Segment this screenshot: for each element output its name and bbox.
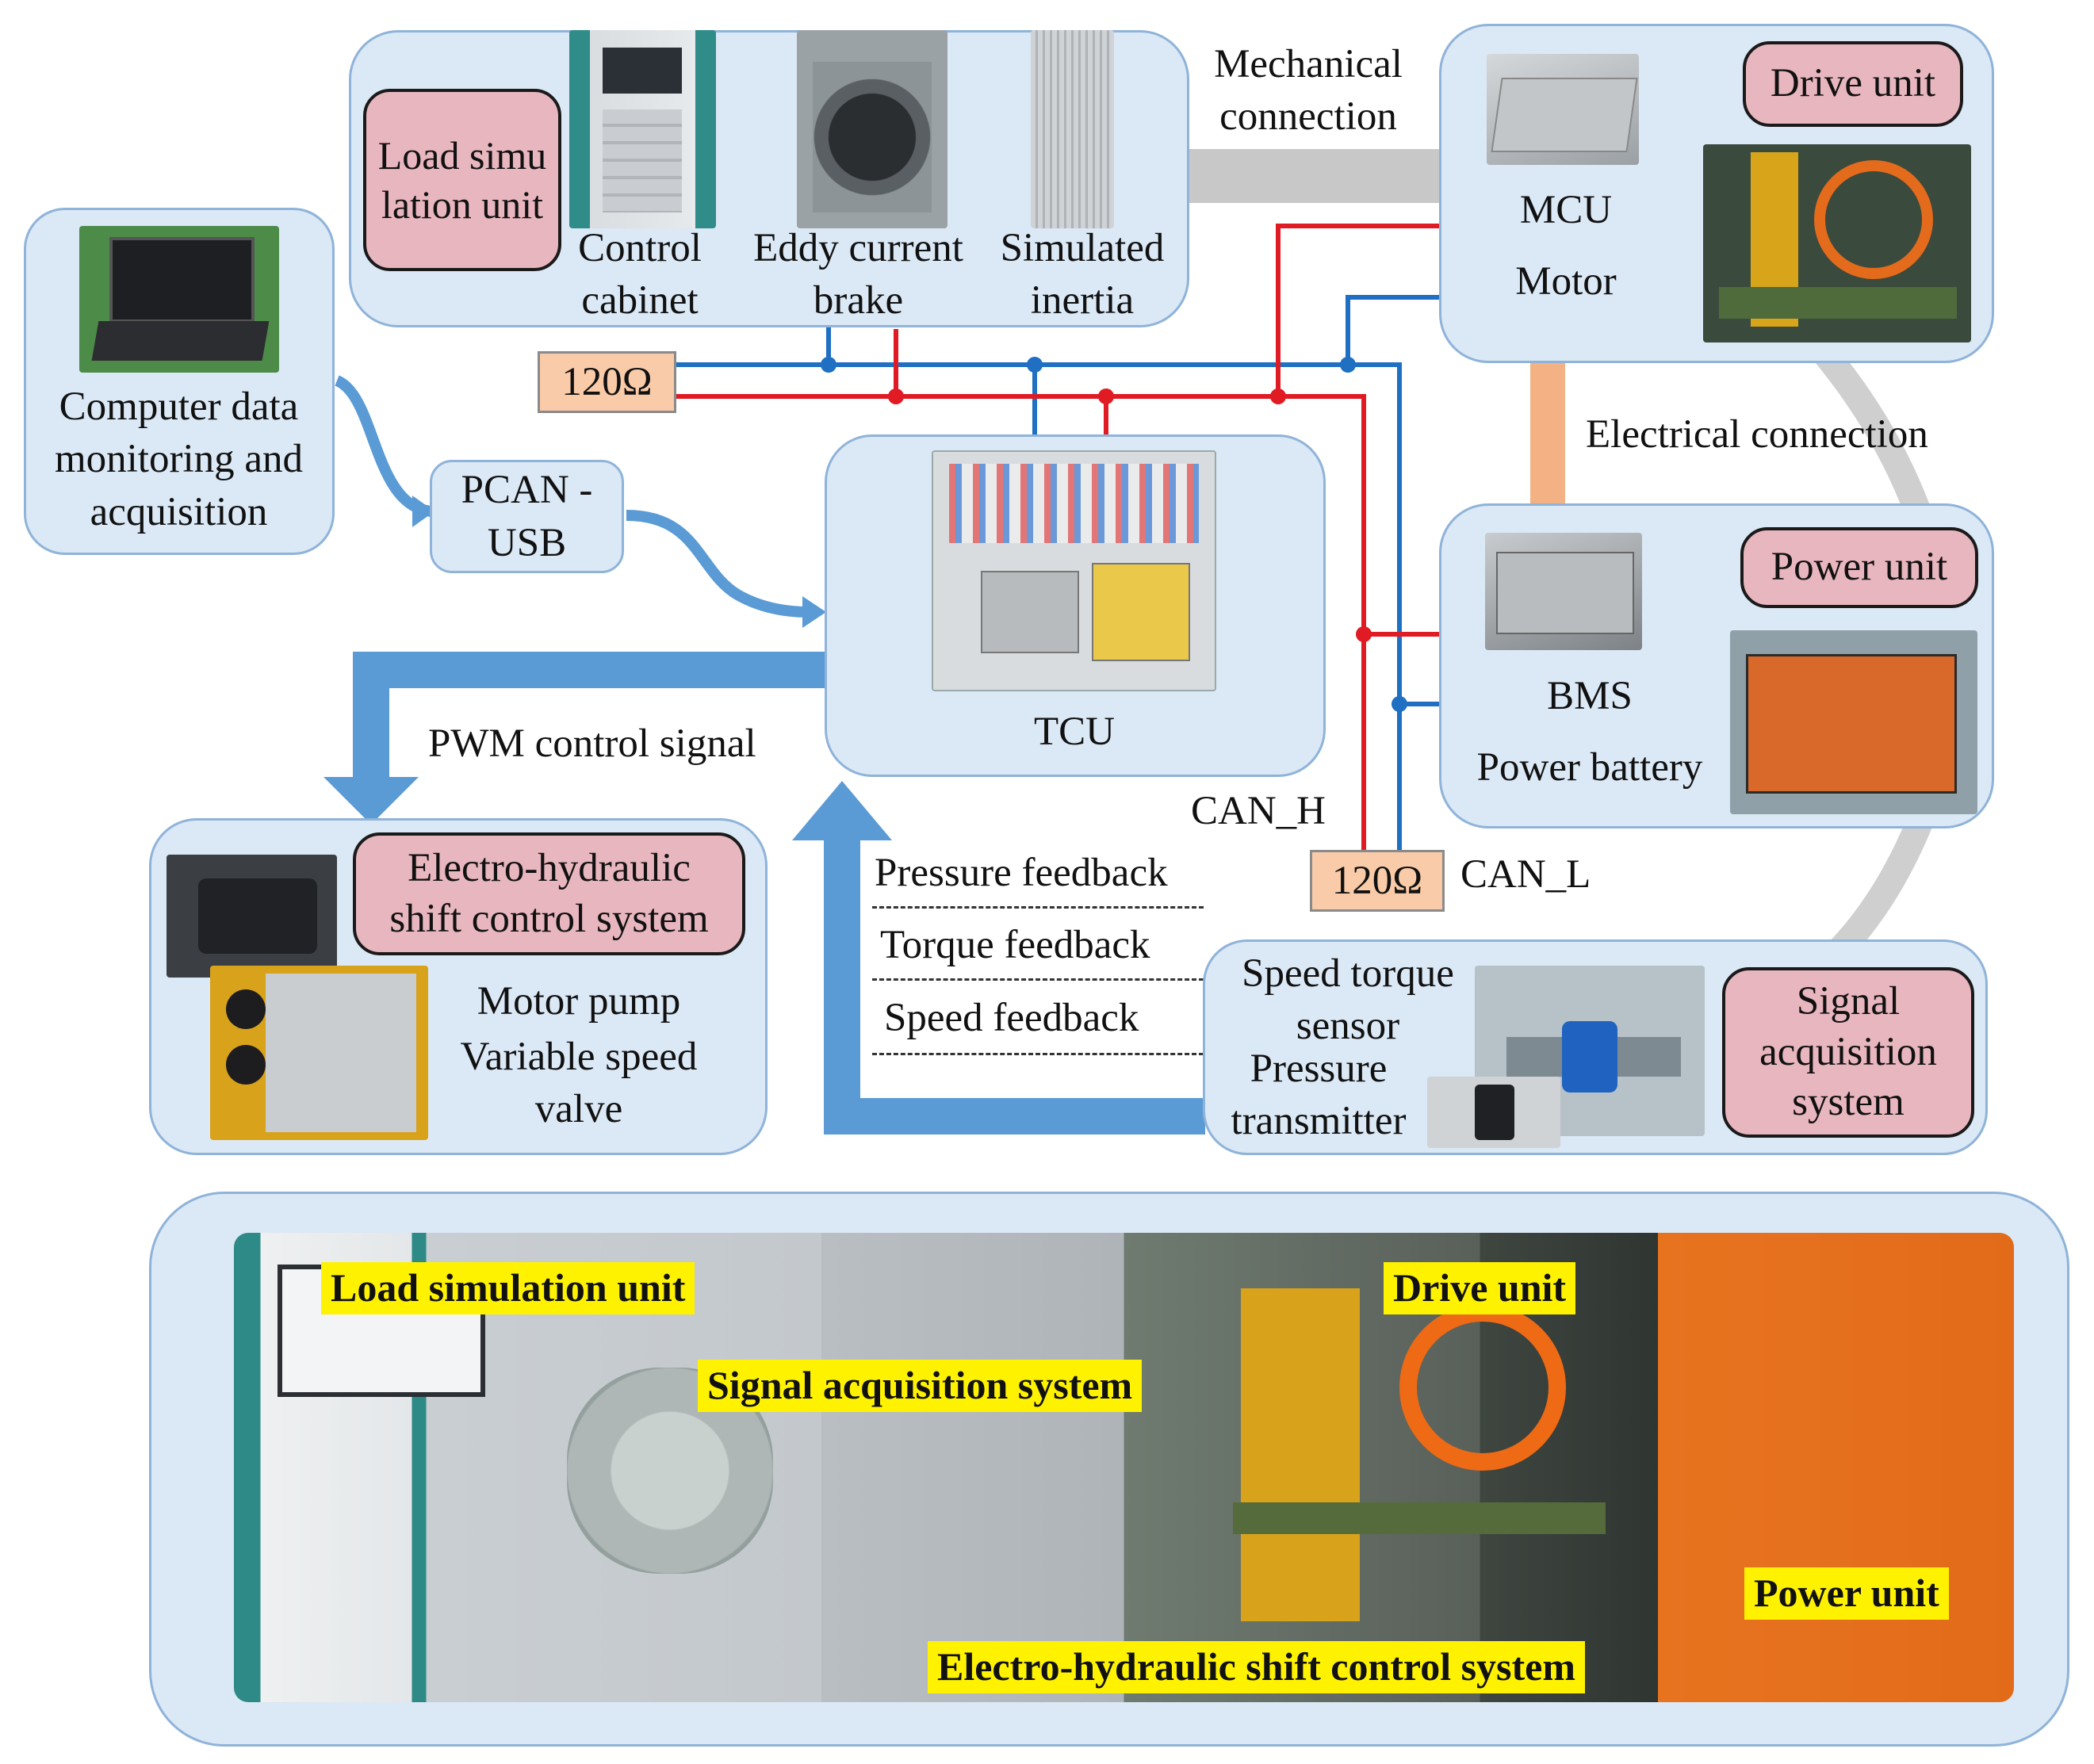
arrow-computer-to-pcan: [334, 375, 434, 517]
electrical-connection-bar: [1530, 361, 1565, 511]
motor-orange-coil: [1399, 1304, 1566, 1471]
pressure-transmitter-photo: [1427, 1077, 1560, 1148]
speed-feedback-label: Speed feedback: [884, 996, 1139, 1040]
simulated-inertia-photo: [1031, 30, 1114, 228]
frame-green: [1233, 1502, 1606, 1534]
pcan-usb-box: PCAN -USB: [430, 460, 624, 573]
power-battery-label: Power battery: [1476, 745, 1703, 790]
pressure-transmitter-label: Pressure transmitter: [1231, 1047, 1407, 1144]
tcu-photo: [932, 450, 1216, 691]
motor-label: Motor: [1515, 259, 1617, 304]
can-h-nodes: [888, 388, 1372, 642]
torque-feedback-label: Torque feedback: [880, 923, 1150, 967]
photo-label-load: Load simulation unit: [321, 1262, 695, 1314]
photo-label-drive: Drive unit: [1384, 1262, 1576, 1314]
gearbox-yellow-shape: [1241, 1288, 1360, 1621]
mechanical-connection-label: Mechanical connection: [1214, 42, 1403, 140]
variable-speed-valve-label: Variable speed valve: [460, 1035, 698, 1132]
speed-torque-sensor-label: Speed torque sensor: [1242, 951, 1454, 1049]
photo-label-power: Power unit: [1744, 1567, 1949, 1620]
resistor-top-label: 120Ω: [561, 360, 653, 404]
laptop-photo: [79, 226, 279, 373]
electrical-connection-label: Electrical connection: [1586, 412, 1928, 457]
motor-pump-photo: [167, 855, 337, 978]
signal-acquisition-tag: Signal acquisition system: [1722, 967, 1974, 1138]
can-h-line: [676, 224, 1447, 852]
drive-unit-tag-text: Drive unit: [1770, 61, 1936, 106]
speed-feedback-divider: [872, 1053, 1204, 1055]
arrow-pwm: [323, 652, 825, 825]
load-simulation-tag: Load simulation unit: [363, 89, 561, 271]
arrow-pcan-to-tcu: [626, 510, 810, 618]
control-cabinet-photo: [569, 30, 716, 228]
mcu-photo: [1487, 54, 1639, 165]
power-unit-tag: Power unit: [1740, 527, 1978, 608]
pwm-control-signal-label: PWM control signal: [428, 721, 756, 766]
resistor-bottom-label: 120Ω: [1331, 859, 1423, 903]
variable-speed-valve-photo: [210, 966, 428, 1140]
eddy-current-brake-label: Eddy current brake: [753, 226, 963, 323]
tcu-label: TCU: [1034, 710, 1115, 754]
pressure-feedback-label: Pressure feedback: [875, 851, 1168, 895]
bms-label: BMS: [1547, 674, 1633, 718]
arrow-feedback: [792, 781, 1205, 1135]
load-simulation-tag-text: Load simulation unit: [377, 132, 547, 228]
can-l-label: CAN_L: [1460, 852, 1591, 897]
drive-unit-tag: Drive unit: [1743, 41, 1963, 127]
can-l-nodes: [821, 357, 1407, 712]
pcan-usb-label: PCAN -USB: [461, 468, 593, 565]
motor-pump-label: Motor pump: [477, 979, 681, 1024]
mcu-label: MCU: [1519, 188, 1613, 232]
motor-photo: [1703, 144, 1971, 342]
control-cabinet-label: Control cabinet: [578, 226, 702, 323]
computer-label: Computer data monitoring and acquisition: [54, 385, 304, 534]
torque-feedback-divider: [872, 978, 1204, 981]
power-battery-photo: [1730, 630, 1977, 814]
power-unit-tag-text: Power unit: [1771, 545, 1948, 590]
can-h-label: CAN_H: [1191, 789, 1326, 833]
shift-control-tag-text: Electro-hydraulic shift control system: [389, 845, 709, 941]
eddy-current-brake-photo: [797, 30, 947, 228]
photo-label-signal: Signal acquisition system: [698, 1360, 1143, 1412]
resistor-bottom: 120Ω: [1310, 850, 1445, 912]
shift-control-tag: Electro-hydraulic shift control system: [353, 832, 745, 955]
photo-label-shift: Electro-hydraulic shift control system: [928, 1641, 1586, 1693]
signal-acquisition-tag-text: Signal acquisition system: [1759, 978, 1937, 1125]
resistor-top: 120Ω: [538, 351, 676, 413]
pressure-feedback-divider: [872, 906, 1204, 909]
bms-photo: [1485, 533, 1642, 650]
simulated-inertia-label: Simulated inertia: [1000, 226, 1165, 323]
